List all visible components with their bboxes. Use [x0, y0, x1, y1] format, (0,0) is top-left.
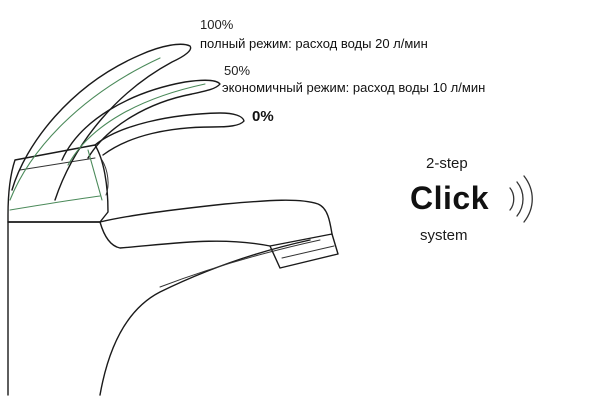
badge-2-step: 2-step: [426, 155, 468, 172]
position-line-full: [9, 57, 161, 201]
badge-click: Click: [410, 180, 489, 216]
aerator-inner: [281, 245, 335, 259]
label-full-percent: 100%: [200, 17, 234, 32]
faucet-body: [7, 221, 321, 396]
label-eco-description: экономичный режим: расход воды 10 л/мин: [222, 80, 486, 95]
aerator: [269, 233, 339, 269]
label-closed-percent: 0%: [252, 108, 274, 125]
sound-waves-icon: [509, 175, 533, 223]
position-line-eco: [67, 83, 206, 166]
position-line-cartridge: [87, 149, 103, 201]
faucet-spout: [99, 199, 339, 269]
faucet-body-right-contour: [99, 239, 311, 396]
lever-full: [11, 43, 192, 201]
lever-base-inner: [19, 157, 109, 196]
position-lines: [9, 57, 206, 211]
lever-eco: [61, 79, 221, 161]
lever-base: [7, 144, 109, 223]
lever-closed-outline: [94, 112, 245, 156]
lever-closed: [94, 112, 245, 156]
label-full-description: полный режим: расход воды 20 л/мин: [200, 36, 428, 51]
position-line-base: [9, 195, 101, 211]
spout-lower-edge: [99, 221, 271, 249]
lever-full-outline: [11, 43, 192, 201]
badge-system: system: [420, 227, 468, 244]
lever-base-outline: [7, 144, 109, 223]
spout-upper-edge: [99, 199, 333, 235]
lever-eco-outline: [61, 79, 221, 161]
faucet-body-contour-line: [159, 239, 321, 288]
label-eco-percent: 50%: [224, 63, 251, 78]
